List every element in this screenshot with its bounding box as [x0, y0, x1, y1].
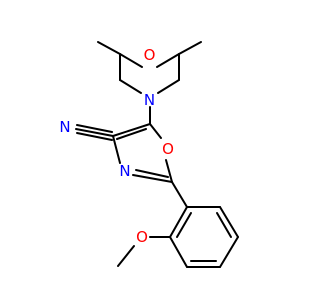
- bond: [119, 79, 142, 94]
- bond: [176, 212, 192, 238]
- bond: [178, 41, 202, 55]
- bond: [116, 128, 147, 140]
- bond: [75, 128, 114, 137]
- bond: [97, 41, 121, 55]
- bond: [165, 159, 173, 183]
- oxazole-nitrogen-label: N: [119, 162, 130, 180]
- bond: [169, 206, 188, 238]
- bond: [135, 169, 169, 178]
- atom-labels: O N O N N O: [59, 46, 174, 246]
- bond: [76, 124, 113, 133]
- morpholine-nitrogen-label: N: [144, 91, 155, 109]
- methoxy-oxygen-label: O: [136, 228, 148, 246]
- bonds: [75, 41, 239, 268]
- oxazole-oxygen-label: O: [162, 140, 174, 158]
- bond: [119, 53, 143, 68]
- bond: [156, 53, 180, 68]
- bond: [216, 212, 232, 238]
- bond: [169, 236, 188, 268]
- structure-canvas: O N O N N O: [59, 41, 239, 268]
- bond: [157, 79, 180, 94]
- bond: [112, 123, 151, 137]
- bond: [112, 135, 121, 164]
- bond: [149, 123, 162, 139]
- bond: [117, 245, 135, 267]
- bond: [171, 181, 188, 208]
- morpholine-oxygen-label: O: [144, 46, 156, 64]
- molecule-diagram: O N O N N O: [59, 41, 239, 268]
- bond: [219, 236, 239, 268]
- bond: [132, 174, 173, 183]
- bond: [219, 206, 239, 238]
- bond: [76, 132, 113, 141]
- nitrile-nitrogen-label: N: [59, 118, 70, 136]
